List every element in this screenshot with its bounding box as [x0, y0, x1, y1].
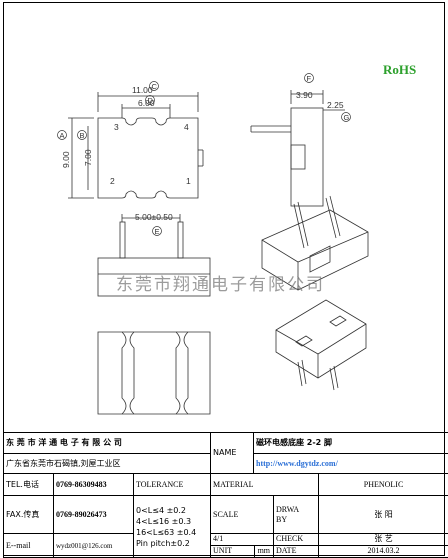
marker-B: B — [77, 130, 87, 140]
iso2-pin — [297, 361, 303, 387]
rohs-badge: RoHS — [383, 62, 417, 77]
pin-number-2: 2 — [110, 176, 115, 186]
iso2-body — [275, 299, 367, 379]
iso1-slot — [309, 245, 331, 273]
check-date-labels: CHECK DATE — [273, 533, 320, 558]
front-pin-left — [119, 221, 126, 259]
unit-value: mm — [257, 546, 271, 555]
iso1-pin — [293, 203, 305, 249]
name-label: NAME — [210, 432, 255, 474]
product-name: 磁环电感底座 2-2 脚 — [253, 432, 448, 454]
website-link[interactable]: http://www.dgytdz.com/ — [253, 453, 448, 474]
scale-label: SCALE — [210, 495, 275, 534]
isometric-view-top — [261, 195, 369, 291]
title-block: 东 莞 市 洋 通 电 子 有 限 公 司 NAME 磁环电感底座 2-2 脚 … — [2, 432, 448, 558]
svg-text:E: E — [155, 227, 160, 236]
iso2-edge — [275, 323, 367, 355]
scale-value: 4/1 UNIT mm — [210, 533, 275, 558]
company-address: 广东省东莞市石碣镇,刘屋工业区 — [2, 453, 212, 474]
side-body — [290, 107, 324, 207]
top-view — [68, 92, 204, 199]
marker-F: F — [304, 73, 314, 83]
tel-value: 0769-86309483 — [53, 473, 134, 496]
iso2-pin — [329, 367, 335, 391]
dim-front-pitch: 5.00±0.50 — [135, 212, 173, 222]
side-view — [250, 90, 345, 207]
dim-height-outer: 9.00 — [61, 151, 71, 168]
bottom-groove — [183, 331, 189, 415]
pin-number-1: 1 — [186, 176, 191, 186]
unit-row: UNIT mm — [212, 546, 273, 557]
tel-label: TEL.电话 — [3, 473, 54, 496]
iso1-pin — [297, 201, 309, 247]
tolerance-values: 0<L≤4 ±0.2 4<L≤16 ±0.3 16<L≤63 ±0.4 Pin … — [132, 495, 212, 558]
date-label: DATE — [276, 546, 297, 555]
pin-number-4: 4 — [184, 122, 189, 132]
unit-label: UNIT — [212, 546, 255, 557]
check-value: 张 艺 — [319, 535, 448, 546]
iso2-groove — [329, 315, 347, 327]
email-value: wydz001@126.com — [53, 533, 134, 558]
pin-number-3: 3 — [114, 122, 119, 132]
tolerance-row: 0<L≤4 ±0.2 — [136, 505, 187, 515]
dim-top-width: 11.00 — [132, 85, 153, 95]
drawn-value: 张 阳 — [318, 495, 448, 534]
marker-D: D — [145, 95, 155, 105]
iso1-body — [261, 209, 369, 291]
iso2-groove — [295, 335, 313, 347]
bottom-outline — [97, 331, 211, 415]
dim-height-inner: 7.00 — [83, 149, 93, 166]
bottom-view — [97, 331, 211, 415]
email-label: E--mail — [3, 533, 54, 558]
tolerance-row: 16<L≤63 ±0.4 — [136, 527, 197, 537]
iso1-pin — [329, 195, 341, 237]
front-pin-right — [177, 221, 184, 259]
bottom-groove — [129, 331, 135, 415]
company-name: 东 莞 市 洋 通 电 子 有 限 公 司 — [2, 432, 212, 454]
marker-E: E — [152, 226, 162, 236]
scale-value-text: 4/1 — [211, 535, 273, 546]
marker-C: C — [149, 81, 159, 91]
check-date-values: 张 艺 2014.03.2 — [318, 533, 448, 558]
svg-text:G: G — [344, 113, 350, 122]
bottom-groove — [121, 331, 127, 415]
tolerance-label: TOLERANCE — [132, 473, 212, 496]
svg-text:F: F — [307, 74, 312, 83]
iso1-edge — [261, 231, 369, 263]
tolerance-row: 4<L≤16 ±0.3 — [136, 516, 192, 526]
company-watermark: 东莞市翔通电子有限公司 — [116, 275, 325, 295]
svg-text:C: C — [152, 82, 158, 91]
front-view — [97, 214, 211, 297]
iso2-pin — [301, 359, 307, 385]
isometric-view-bottom — [275, 299, 367, 391]
svg-text:B: B — [80, 131, 85, 140]
top-view-outline — [97, 117, 199, 199]
marker-A: A — [57, 130, 67, 140]
svg-text:D: D — [148, 96, 154, 105]
iso1-pin — [325, 197, 337, 239]
check-label: CHECK — [274, 535, 318, 546]
bottom-groove — [175, 331, 181, 415]
material-value: PHENOLIC — [318, 473, 448, 496]
side-slot — [290, 144, 306, 170]
dim-side-width: 3.90 — [296, 90, 313, 100]
fax-label: FAX.传真 — [3, 495, 54, 534]
date-value: 2014.03.2 — [367, 546, 400, 555]
fax-value: 0769-89026473 — [53, 495, 134, 534]
front-body — [97, 257, 211, 297]
material-label: MATERIAL — [210, 473, 320, 496]
marker-G: G — [341, 112, 351, 122]
svg-text:A: A — [60, 131, 65, 140]
iso2-pin — [333, 365, 339, 389]
tolerance-row: Pin pitch±0.2 — [136, 538, 190, 548]
dim-side-small: 2.25 — [327, 100, 344, 110]
